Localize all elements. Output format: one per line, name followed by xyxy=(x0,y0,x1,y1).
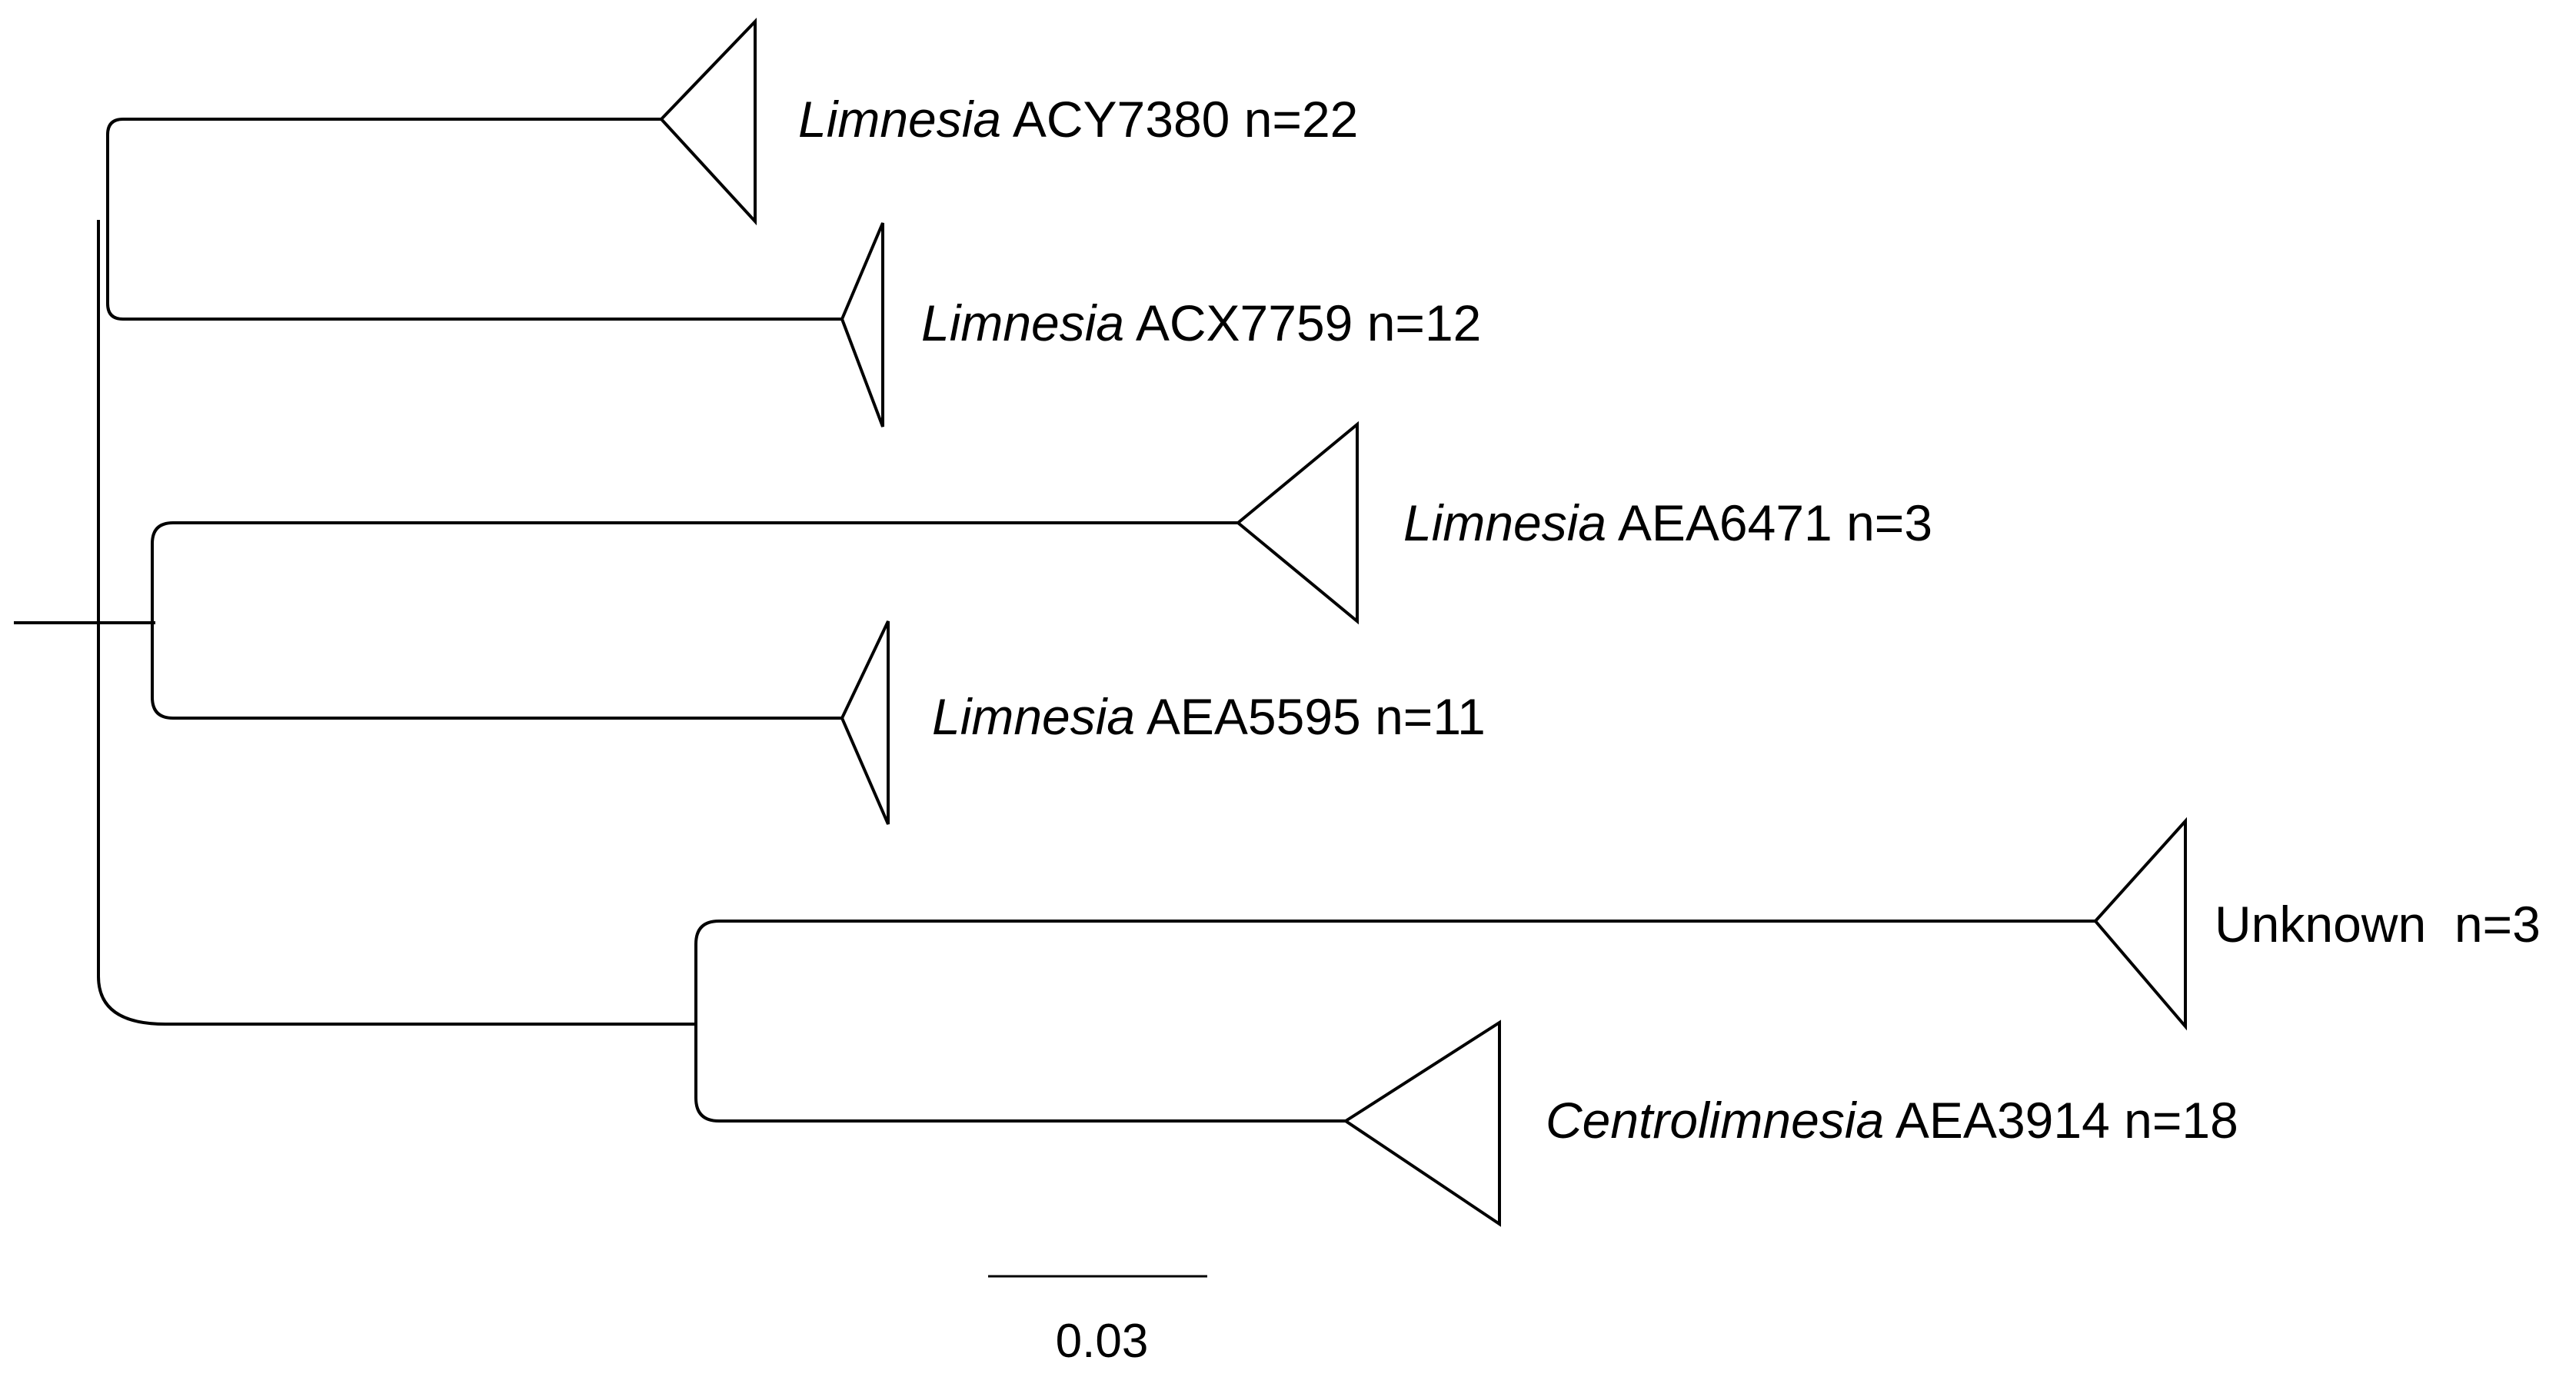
clade-triangle-acx7759 xyxy=(840,222,884,427)
backbone-branch xyxy=(97,220,697,1026)
clade-triangle-acy7380 xyxy=(659,18,757,226)
branch-group-2 xyxy=(151,521,1240,720)
clade-triangle-aea6471 xyxy=(1235,421,1359,625)
clade-triangle-aea3914 xyxy=(1343,1019,1501,1227)
clade-triangle-unknown xyxy=(2093,817,2187,1031)
clade-label-acy7380: Limnesia ACY7380 n=22 xyxy=(798,91,1358,148)
clade-label-aea5595: Limnesia AEA5595 n=11 xyxy=(932,688,1486,745)
clade-triangle-aea5595 xyxy=(840,620,890,825)
branch-group-1 xyxy=(106,118,844,321)
scale-bar-label: 0.03 xyxy=(1056,1315,1149,1368)
clade-label-unknown: Unknown n=3 xyxy=(2215,896,2541,953)
clade-label-aea3914: Centrolimnesia AEA3914 n=18 xyxy=(1546,1092,2238,1149)
clade-label-acx7759: Limnesia ACX7759 n=12 xyxy=(921,294,1481,351)
clade-label-aea6471: Limnesia AEA6471 n=3 xyxy=(1403,494,1932,551)
branch-group-3 xyxy=(694,920,2097,1123)
